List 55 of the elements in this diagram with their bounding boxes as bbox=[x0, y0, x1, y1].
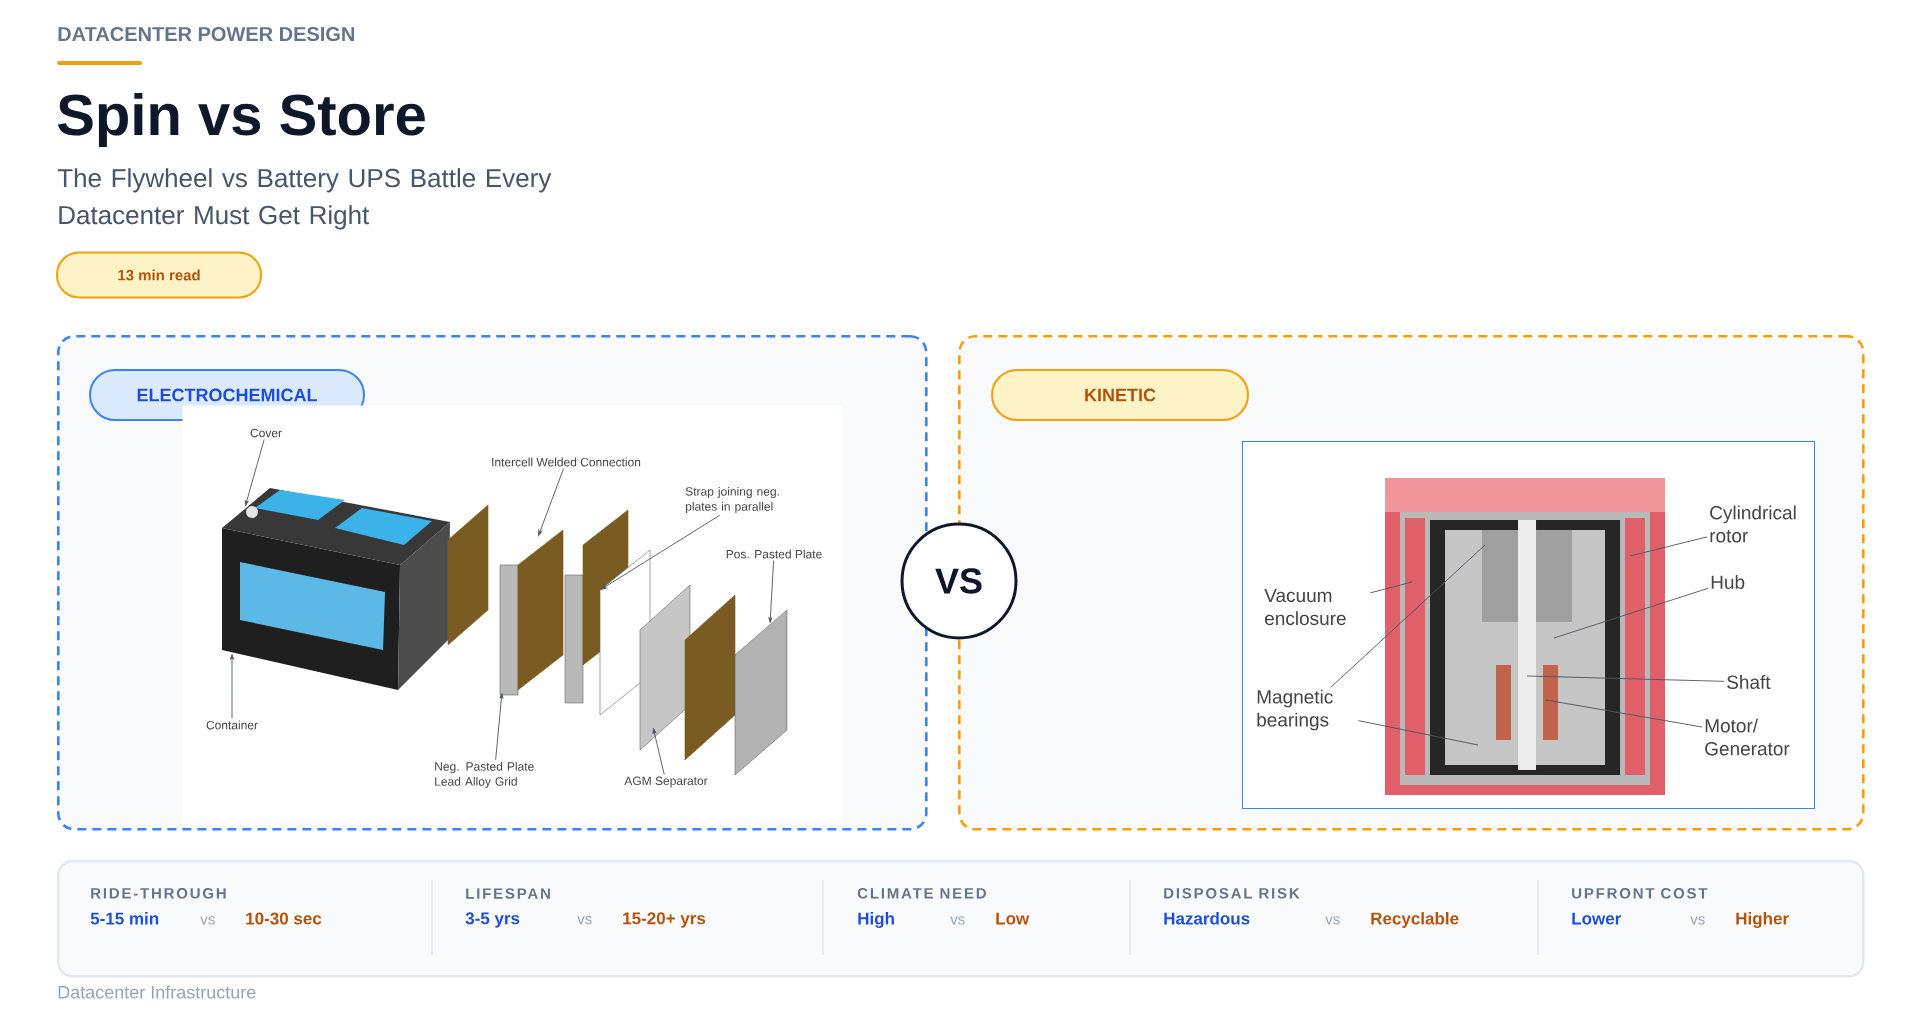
stat-value: Higher bbox=[1736, 912, 1789, 928]
vs-text: vs bbox=[1325, 916, 1340, 925]
leader-line bbox=[652, 728, 665, 775]
callout-text: Shaft bbox=[1727, 675, 1771, 689]
leader-line bbox=[1357, 720, 1479, 746]
pill-badge: 13 min read bbox=[56, 251, 262, 299]
leader-line bbox=[1629, 536, 1708, 557]
callout-text: Pos. Pasted Plate bbox=[726, 549, 822, 559]
stat-heading: UPFRONT COST bbox=[1572, 888, 1708, 899]
vs-text: vs bbox=[1690, 916, 1705, 925]
callout-text: Magnetic bearings bbox=[1257, 689, 1333, 731]
leader-line bbox=[1545, 699, 1703, 728]
stat-heading: RIDE-THROUGH bbox=[91, 888, 226, 899]
vs-badge: VS bbox=[900, 522, 1018, 640]
stat-value: 5-15 min bbox=[90, 912, 159, 925]
leader-line bbox=[538, 468, 564, 537]
callout-text: Hub bbox=[1711, 575, 1745, 589]
stat-value: High bbox=[858, 912, 894, 928]
stat-value: 10-30 sec bbox=[246, 912, 322, 925]
callout-text: AGM Separator bbox=[624, 776, 708, 788]
stat-value: Hazardous bbox=[1164, 912, 1250, 925]
stat-value: 3-5 yrs bbox=[465, 912, 520, 928]
callout-text: Container bbox=[206, 720, 258, 730]
subtitle: The Flywheel vs Battery UPS Battle Every Datacenter Must Get Right bbox=[57, 168, 552, 230]
stat-heading: CLIMATE NEED bbox=[857, 888, 986, 899]
leader-line bbox=[600, 514, 721, 590]
leader-line bbox=[1330, 544, 1486, 688]
callout-text: Cylindrical rotor bbox=[1710, 505, 1796, 543]
stat-value: 15-20+ yrs bbox=[623, 912, 706, 928]
callout-text: Vacuum enclosure bbox=[1264, 588, 1346, 626]
stat-heading: DISPOSAL RISK bbox=[1164, 888, 1300, 899]
leader-line bbox=[495, 693, 504, 761]
callout-text: Intercell Welded Connection bbox=[492, 457, 641, 467]
callout-text: Cover bbox=[250, 428, 282, 438]
stat-value: Low bbox=[996, 912, 1030, 925]
leader-line bbox=[1553, 587, 1709, 639]
vs-text: vs bbox=[950, 916, 965, 925]
pill-badge: KINETIC bbox=[991, 369, 1249, 421]
footer-text: Datacenter Infrastructure bbox=[58, 985, 256, 999]
leader-line bbox=[1369, 581, 1413, 594]
callout-text: Neg. Pasted Plate Lead Alloy Grid bbox=[435, 761, 534, 789]
leader-line bbox=[230, 654, 234, 719]
kicker-text: DATACENTER POWER DESIGN bbox=[58, 26, 354, 42]
leader-line bbox=[768, 560, 775, 623]
callout-text: Motor/ Generator bbox=[1705, 718, 1790, 756]
leader-line bbox=[1526, 675, 1725, 682]
callout-text: Strap joining neg. plates in parallel bbox=[685, 486, 779, 514]
leader-line bbox=[244, 439, 265, 506]
title: Spin vs Store bbox=[57, 92, 425, 147]
stat-value: Recyclable bbox=[1371, 912, 1459, 928]
stats-bar bbox=[57, 860, 1865, 978]
vs-text: vs bbox=[200, 916, 215, 925]
vs-text: vs bbox=[577, 916, 592, 925]
stat-value: Lower bbox=[1572, 912, 1621, 925]
stat-heading: LIFESPAN bbox=[466, 888, 550, 899]
